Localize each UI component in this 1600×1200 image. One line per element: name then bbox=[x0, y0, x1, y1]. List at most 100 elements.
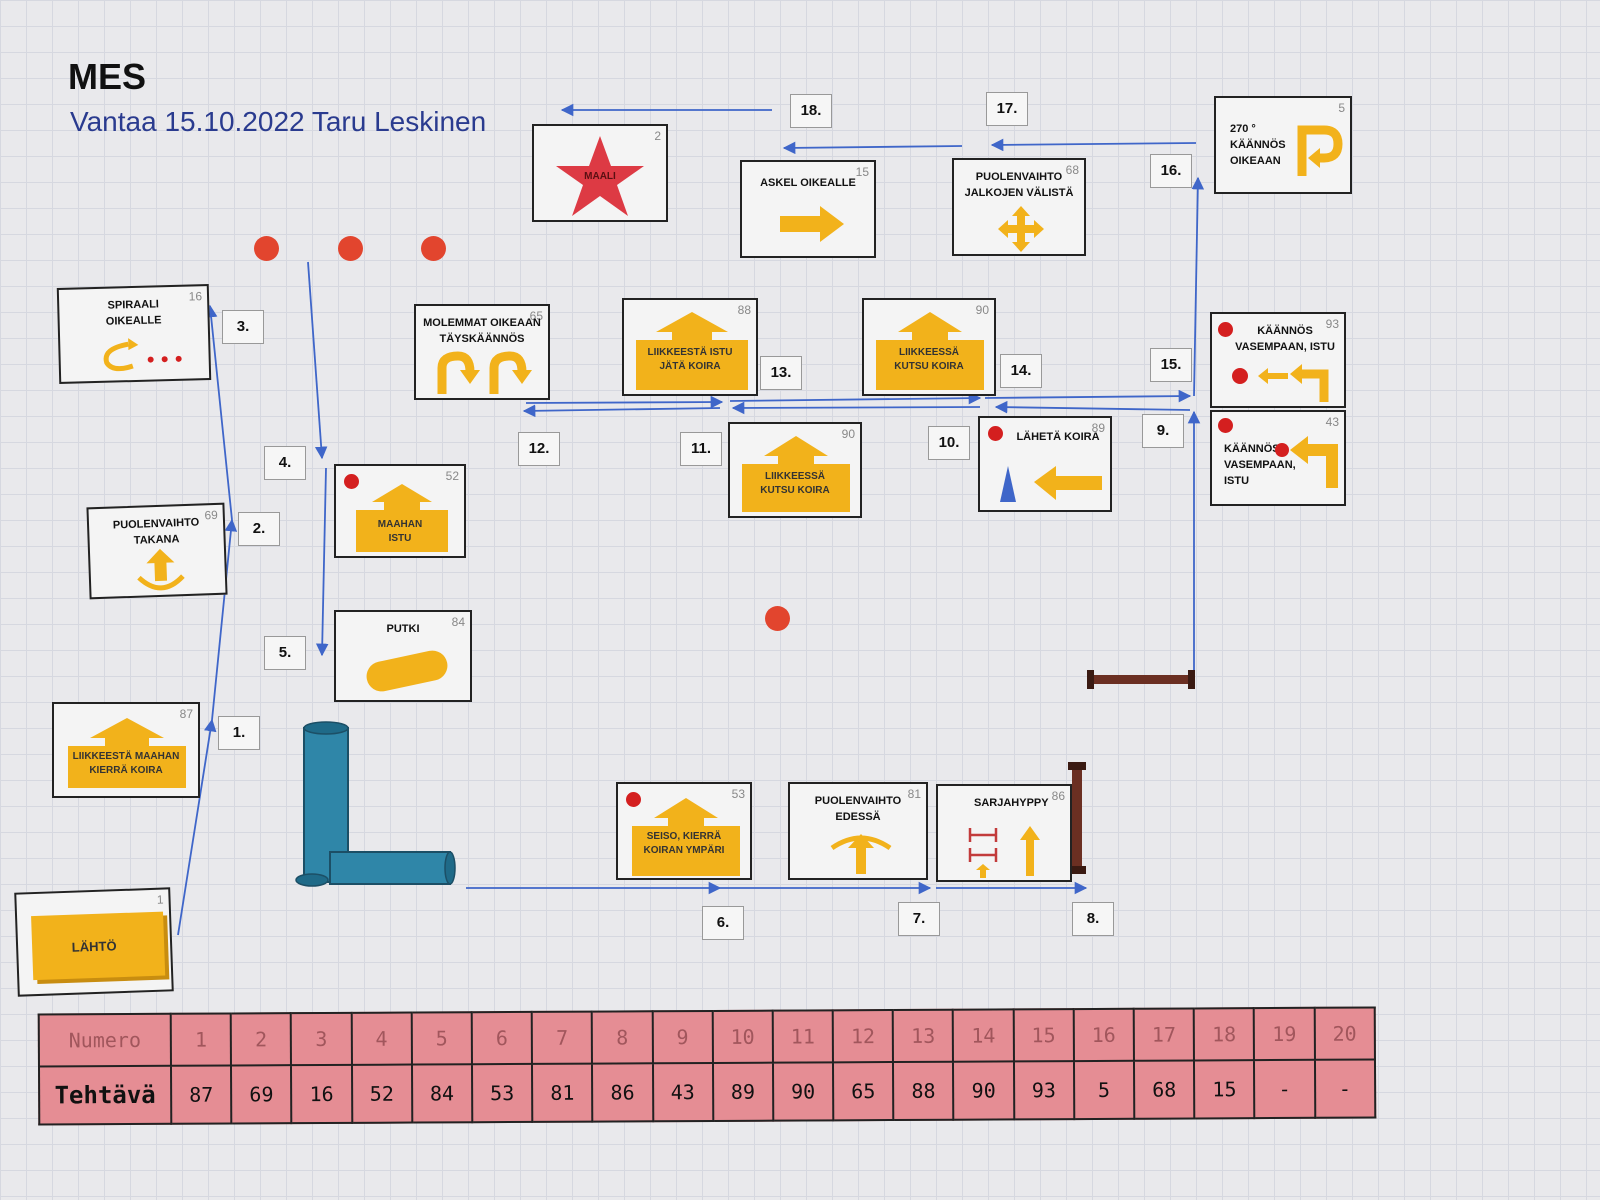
table-cell-task: 65 bbox=[833, 1061, 894, 1121]
route-line-14-15 bbox=[984, 389, 1192, 403]
sign-2-finish: 2 MAALI bbox=[532, 124, 668, 222]
sign-5: 5 270 ° KÄÄNNÖS OIKEAAN bbox=[1214, 96, 1352, 194]
l-tunnel bbox=[295, 721, 456, 887]
step-label-13: 13. bbox=[760, 356, 802, 390]
left-turn-sit-icon bbox=[1275, 436, 1338, 488]
step-label-8: 8. bbox=[1072, 902, 1114, 936]
switch-between-legs-icon bbox=[998, 206, 1044, 252]
arrow-up-icon bbox=[876, 312, 984, 390]
sign-label: 270 ° KÄÄNNÖS OIKEAAN bbox=[1230, 123, 1286, 167]
route-line-17-18 bbox=[782, 141, 963, 155]
step-label-14: 14. bbox=[1000, 354, 1042, 388]
marker-dot bbox=[254, 236, 279, 261]
stop-icon bbox=[626, 792, 641, 807]
step-label-1: 1. bbox=[218, 716, 260, 750]
step-label-6: 6. bbox=[702, 906, 744, 940]
table-cell-task: 15 bbox=[1194, 1060, 1255, 1119]
sign-86: 86 SARJAHYPPY bbox=[936, 784, 1072, 882]
sign-number: 93 bbox=[1325, 317, 1339, 331]
table-cell-task: 5 bbox=[1073, 1060, 1135, 1120]
step-label-10: 10. bbox=[928, 426, 970, 460]
sign-65: 65 MOLEMMAT OIKEAAN TÄYSKÄÄNNÖS bbox=[414, 304, 550, 400]
sign-89: 89 LÄHETÄ KOIRA bbox=[978, 416, 1112, 512]
sign-inner-text: MAAHAN ISTU bbox=[377, 519, 423, 544]
sign-label: PUOLENVAIHTO JALKOJEN VÄLISTÄ bbox=[964, 171, 1074, 199]
table-cell-number: 18 bbox=[1193, 1008, 1255, 1061]
table-cell-number: 16 bbox=[1073, 1008, 1134, 1061]
marker-dot bbox=[765, 606, 790, 631]
sign-label: PUOLENVAIHTO TAKANA bbox=[112, 516, 200, 547]
u-turn-right-icon bbox=[437, 351, 532, 394]
course-title: MES bbox=[68, 56, 147, 97]
step-label-5: 5. bbox=[264, 636, 306, 670]
sign-number: 84 bbox=[451, 615, 465, 629]
table-cell-number: 2 bbox=[230, 1013, 292, 1066]
route-line-13-14 bbox=[729, 391, 982, 405]
table-cell-number: 13 bbox=[892, 1009, 954, 1062]
arrow-right-icon bbox=[780, 206, 844, 242]
sign-93: 93 KÄÄNNÖS VASEMPAAN, ISTU bbox=[1210, 312, 1346, 408]
sign-inner-text: SEISO, KIERRÄ KOIRAN YMPÄRI bbox=[643, 831, 725, 856]
hurdle-series-jump bbox=[1068, 762, 1086, 874]
step-label-3: 3. bbox=[222, 310, 264, 344]
step-label-15: 15. bbox=[1150, 348, 1192, 382]
route-line-start-1 bbox=[177, 718, 217, 936]
stop-icon bbox=[988, 426, 1003, 441]
route-line-10-11 bbox=[731, 401, 981, 415]
step-label-16: 16. bbox=[1150, 154, 1192, 188]
route-line-1-2 bbox=[211, 518, 238, 721]
route-line-2-3 bbox=[204, 304, 233, 521]
step-label-9: 9. bbox=[1142, 414, 1184, 448]
sign-number: 2 bbox=[654, 129, 661, 143]
sign-number: 43 bbox=[1325, 415, 1339, 429]
table-cell-number: 1 bbox=[170, 1013, 232, 1066]
stop-icon bbox=[344, 474, 359, 489]
sign-15: 15 ASKEL OIKEALLE bbox=[740, 160, 876, 258]
table-cell-task: 88 bbox=[893, 1061, 954, 1121]
step-label-4: 4. bbox=[264, 446, 306, 480]
route-line-3-4 bbox=[307, 261, 328, 460]
step-label-7: 7. bbox=[898, 902, 940, 936]
switch-behind-icon bbox=[137, 548, 185, 591]
step-label-17: 17. bbox=[986, 92, 1028, 126]
marker-dot bbox=[421, 236, 446, 261]
table-cell-number: 11 bbox=[772, 1010, 834, 1063]
series-jump-icon bbox=[968, 826, 1040, 878]
table-cell-task: 81 bbox=[532, 1063, 593, 1122]
marker-dot bbox=[338, 236, 363, 261]
sign-inner-text: LIIKKEESTÄ ISTU JÄTÄ KOIRA bbox=[647, 347, 733, 372]
sign-inner-text: LIIKKEESSÄ KUTSU KOIRA bbox=[894, 347, 964, 372]
table-cell-task: 43 bbox=[652, 1062, 713, 1122]
table-cell-task: 69 bbox=[231, 1065, 292, 1124]
table-cell-task: 86 bbox=[592, 1063, 653, 1122]
table-cell-task: 52 bbox=[351, 1064, 413, 1123]
route-line-12-13 bbox=[525, 395, 724, 409]
step-label-12: 12. bbox=[518, 432, 560, 466]
table-cell-task: 16 bbox=[291, 1064, 352, 1124]
sign-90-middle: 90 LIIKKEESSÄ KUTSU KOIRA bbox=[728, 422, 862, 518]
table-cell-number: 10 bbox=[712, 1010, 773, 1063]
table-cell-task: 84 bbox=[411, 1064, 473, 1123]
sign-53: 53 SEISO, KIERRÄ KOIRAN YMPÄRI bbox=[616, 782, 752, 880]
table-cell-task: - bbox=[1254, 1059, 1315, 1119]
table-cell-task: 90 bbox=[772, 1062, 834, 1121]
table-cell-task: 68 bbox=[1133, 1060, 1195, 1119]
step-label-2: 2. bbox=[238, 512, 280, 546]
sign-label: PUOLENVAIHTO EDESSÄ bbox=[814, 795, 902, 823]
sign-90-upper: 90 LIIKKEESSÄ KUTSU KOIRA bbox=[862, 298, 996, 396]
sign-number: 15 bbox=[855, 165, 869, 179]
table-cell-number: 19 bbox=[1254, 1007, 1315, 1061]
table-header-numero: Numero bbox=[38, 1013, 171, 1067]
table-cell-number: 15 bbox=[1013, 1009, 1074, 1062]
sign-number: 1 bbox=[156, 892, 164, 907]
sign-label: PUTKI bbox=[386, 623, 420, 635]
sign-number: 81 bbox=[907, 787, 921, 801]
table-cell-number: 5 bbox=[411, 1012, 472, 1065]
sign-69: 69 PUOLENVAIHTO TAKANA bbox=[86, 502, 228, 600]
sign-number: 65 bbox=[529, 309, 543, 323]
table-cell-number: 12 bbox=[832, 1010, 894, 1063]
